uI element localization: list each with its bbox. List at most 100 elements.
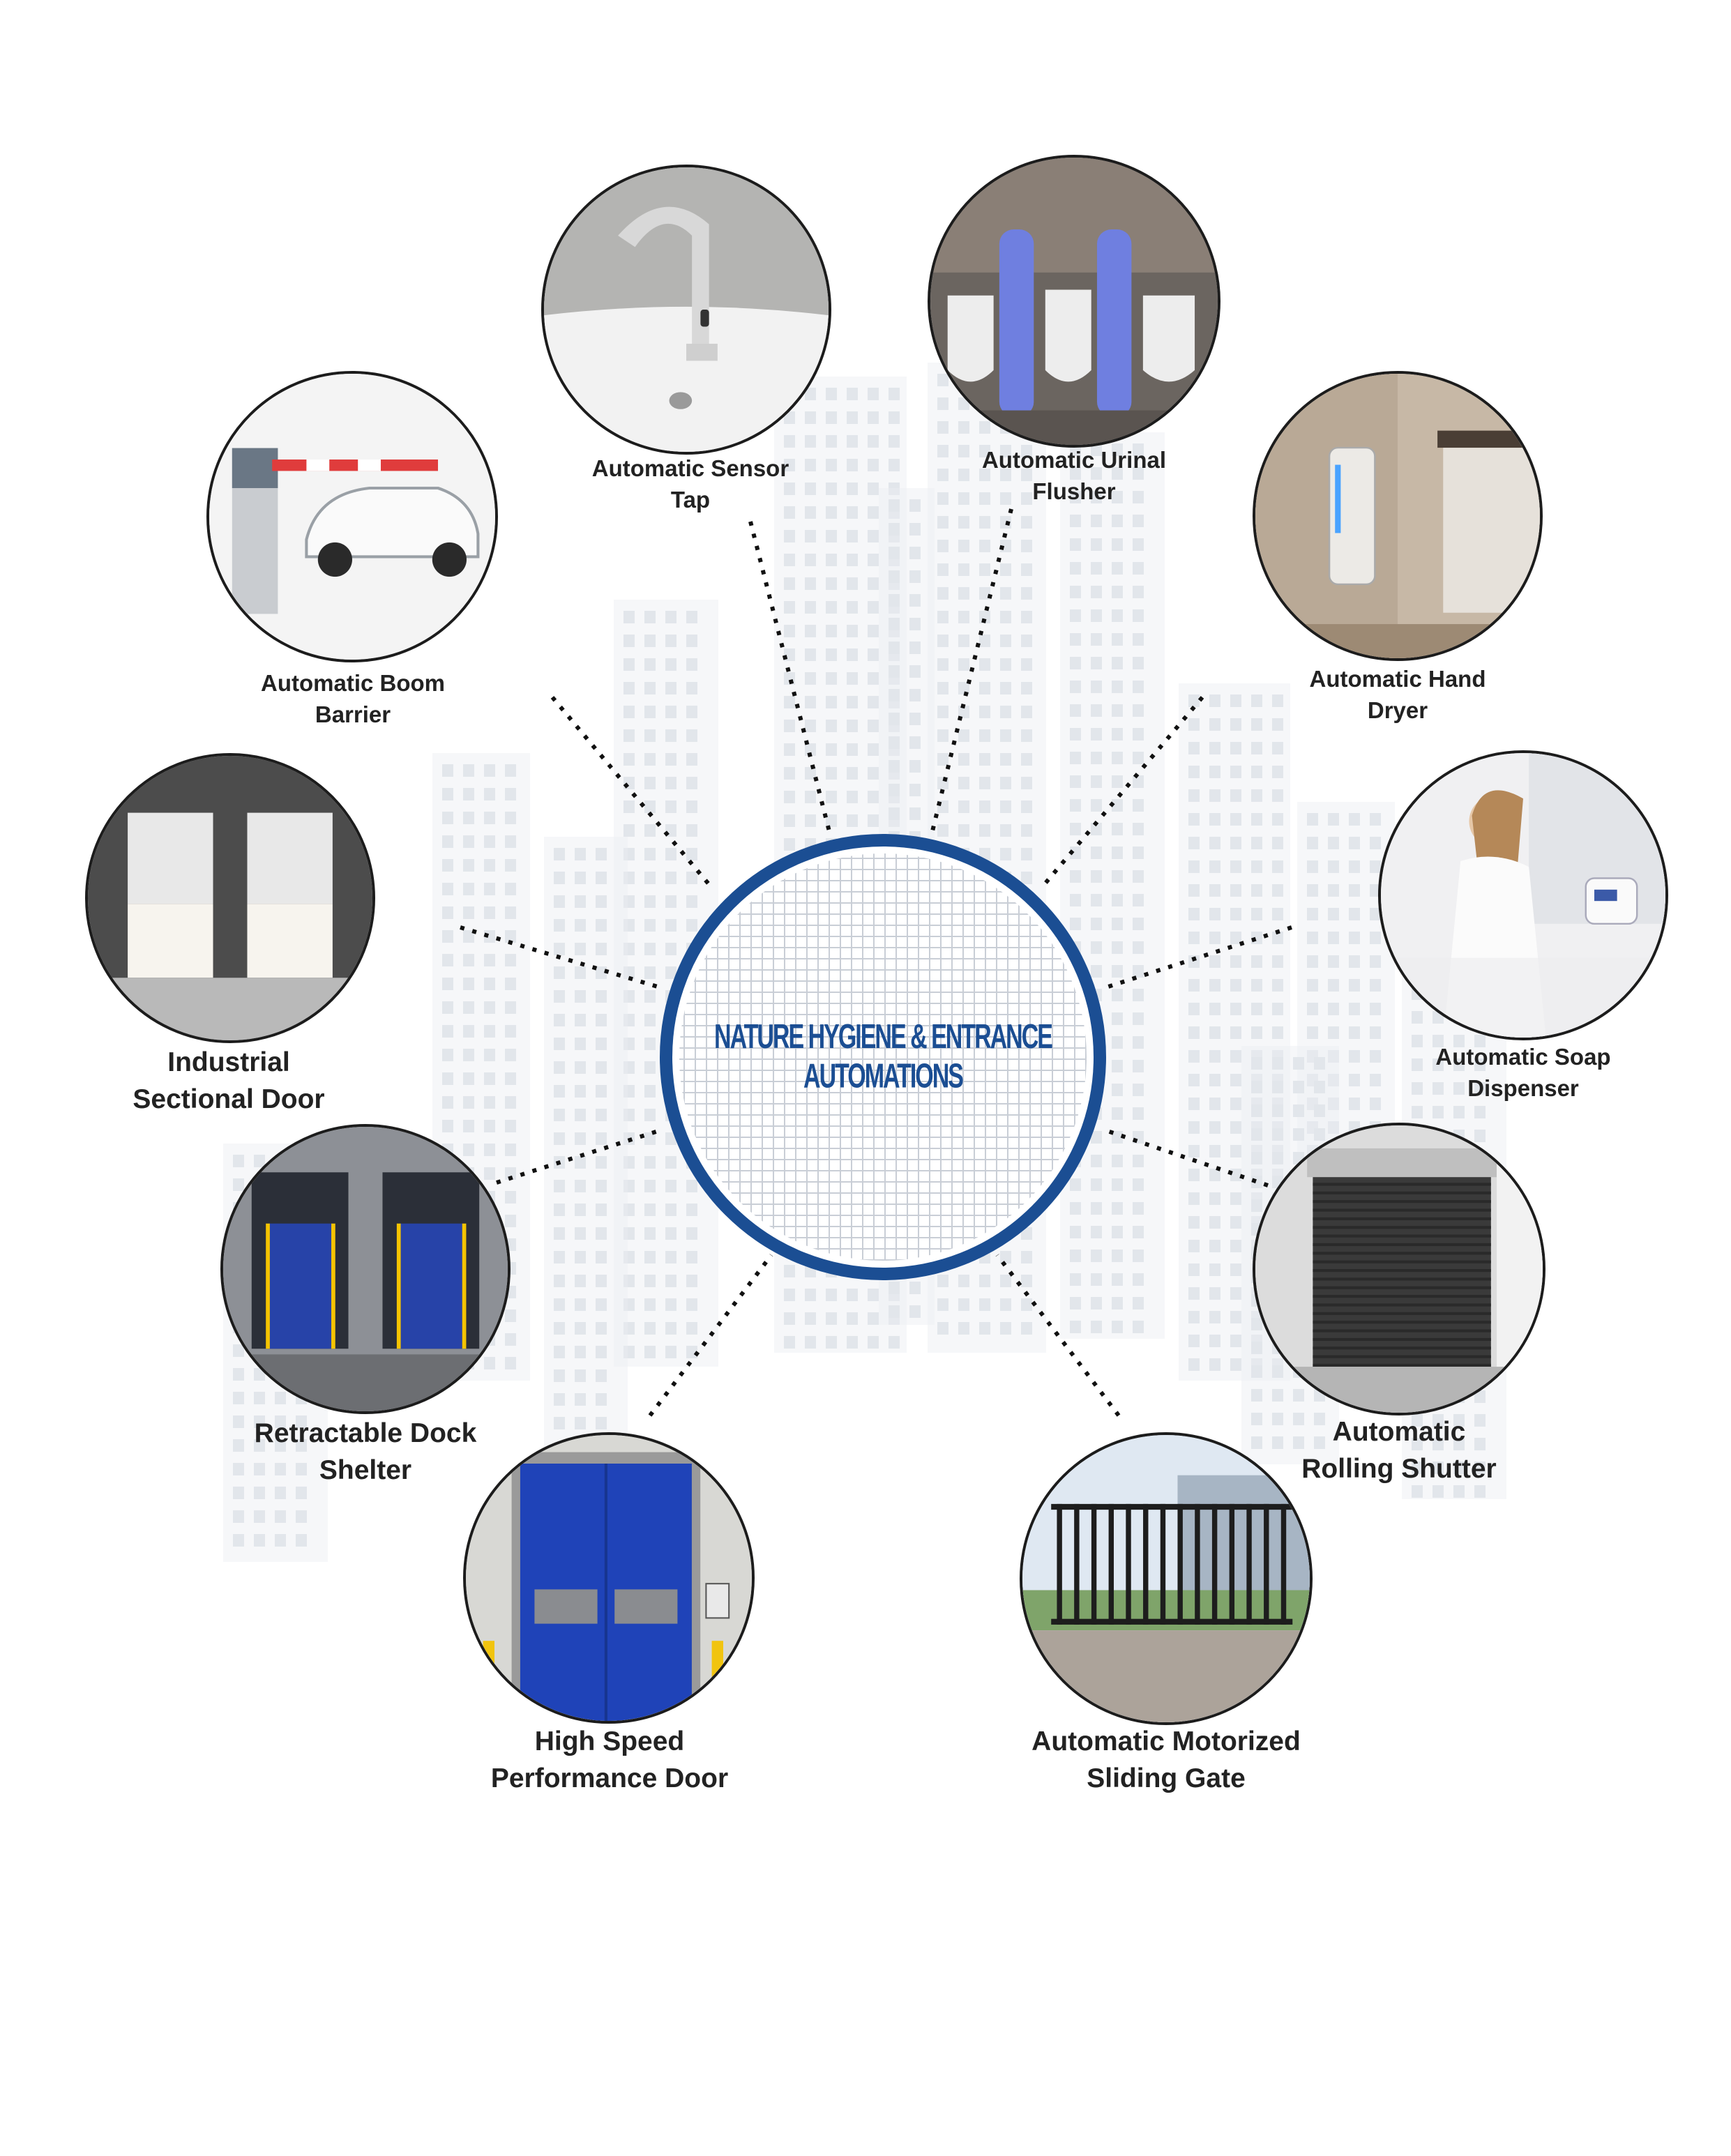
skyline-window bbox=[554, 1038, 565, 1050]
skyline-window bbox=[1188, 1074, 1200, 1086]
skyline-window bbox=[1209, 1026, 1220, 1039]
skyline-window bbox=[1328, 1050, 1339, 1063]
skyline-window bbox=[554, 1251, 565, 1263]
skyline-window bbox=[1091, 941, 1102, 954]
skyline-window bbox=[1091, 657, 1102, 669]
skyline-window bbox=[1133, 847, 1144, 859]
skyline-window bbox=[644, 1038, 656, 1050]
skyline-window bbox=[1370, 1003, 1381, 1015]
shutter-slat bbox=[1313, 1243, 1491, 1247]
skyline-window bbox=[233, 1178, 244, 1191]
skyline-window bbox=[1251, 1365, 1262, 1378]
skyline-window bbox=[1000, 469, 1011, 481]
skyline-window bbox=[1091, 1202, 1102, 1215]
skyline-window bbox=[463, 930, 474, 943]
skyline-window bbox=[665, 1180, 676, 1192]
skyline-window bbox=[1070, 894, 1081, 906]
skyline-window bbox=[575, 1227, 586, 1240]
skyline-window bbox=[484, 883, 495, 895]
skyline-window bbox=[1412, 1082, 1423, 1095]
skyline-window bbox=[554, 1322, 565, 1335]
skyline-window bbox=[1209, 1240, 1220, 1252]
skyline-window bbox=[596, 1156, 607, 1169]
skyline-window bbox=[463, 764, 474, 777]
skyline-window bbox=[889, 642, 900, 654]
skyline-window bbox=[505, 859, 516, 872]
gate-bar bbox=[1091, 1503, 1097, 1625]
company-title: NATURE HYGIENE & ENTRANCE AUTOMATIONS bbox=[714, 1017, 1053, 1096]
skyline-window bbox=[505, 1167, 516, 1180]
skyline-window bbox=[623, 1204, 635, 1216]
skyline-window bbox=[1070, 657, 1081, 669]
skyline-window bbox=[1133, 1202, 1144, 1215]
skyline-window bbox=[1188, 1311, 1200, 1323]
skyline-window bbox=[1209, 813, 1220, 826]
skyline-window bbox=[979, 587, 990, 600]
skyline-window bbox=[1112, 799, 1123, 812]
skyline-window bbox=[254, 1534, 265, 1547]
skyline-window bbox=[1272, 908, 1283, 920]
skyline-window bbox=[233, 1487, 244, 1499]
skyline-window bbox=[623, 1227, 635, 1240]
skyline-window bbox=[1000, 635, 1011, 647]
skyline-window bbox=[1133, 1297, 1144, 1309]
skyline-window bbox=[1307, 1026, 1318, 1039]
skyline-window bbox=[1328, 837, 1339, 849]
skyline-window bbox=[1272, 884, 1283, 897]
skyline-window bbox=[1251, 884, 1262, 897]
skyline-window bbox=[1272, 837, 1283, 849]
skyline-window bbox=[644, 1014, 656, 1026]
skyline-window bbox=[554, 1014, 565, 1026]
skyline-window bbox=[784, 625, 795, 637]
skyline-window bbox=[665, 895, 676, 908]
skyline-window bbox=[463, 835, 474, 848]
skyline-window bbox=[575, 919, 586, 932]
skyline-window bbox=[623, 872, 635, 884]
skyline-window bbox=[1272, 860, 1283, 873]
skyline-window bbox=[868, 388, 879, 400]
skyline-window bbox=[1133, 467, 1144, 480]
skyline-window bbox=[575, 1251, 586, 1263]
skyline-window bbox=[686, 800, 697, 813]
shutter-slat bbox=[1313, 1234, 1491, 1238]
shutter-slat bbox=[1313, 1329, 1491, 1333]
skyline-window bbox=[868, 814, 879, 827]
skyline-window bbox=[505, 954, 516, 966]
skyline-window bbox=[1307, 837, 1318, 849]
skyline-window bbox=[644, 919, 656, 932]
skyline-window bbox=[1112, 1131, 1123, 1144]
skyline-window bbox=[1133, 1107, 1144, 1120]
skyline-window bbox=[784, 696, 795, 708]
skyline-window bbox=[1112, 1012, 1123, 1025]
skyline-window bbox=[505, 812, 516, 824]
skyline-window bbox=[1349, 1074, 1360, 1086]
skyline-window bbox=[1112, 775, 1123, 788]
skyline-window bbox=[1349, 1098, 1360, 1110]
skyline-window bbox=[868, 767, 879, 780]
skyline-window bbox=[958, 777, 969, 789]
skyline-window bbox=[1209, 718, 1220, 731]
skyline-window bbox=[1474, 1414, 1486, 1427]
skyline-window bbox=[1328, 1098, 1339, 1110]
skyline-window bbox=[1070, 823, 1081, 835]
skyline-window bbox=[958, 611, 969, 623]
skyline-window bbox=[805, 1289, 816, 1301]
skyline-window bbox=[644, 1227, 656, 1240]
skyline-window bbox=[1349, 955, 1360, 968]
skyline-window bbox=[937, 563, 948, 576]
skyline-window bbox=[596, 966, 607, 979]
skyline-window bbox=[505, 978, 516, 990]
skyline-window bbox=[296, 1463, 307, 1475]
soap-dispenser-photo bbox=[1378, 750, 1668, 1040]
